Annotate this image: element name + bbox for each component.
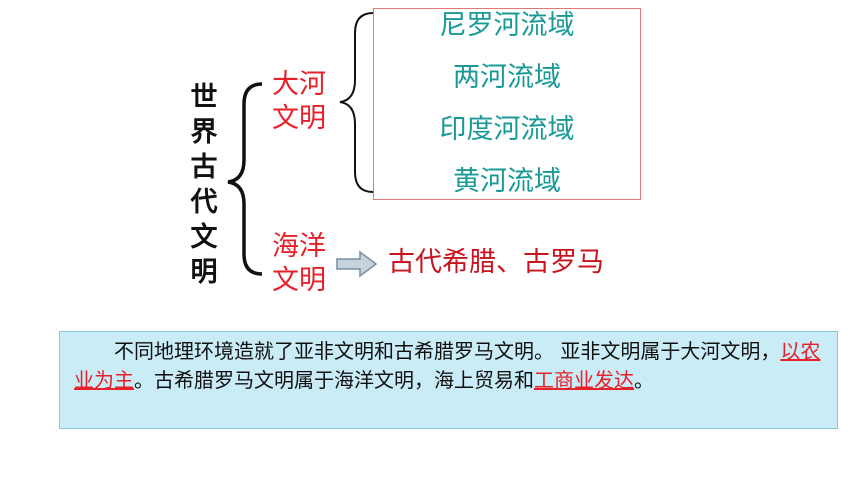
river-regions-box: [373, 8, 641, 200]
ocean-civilization-example: 古代希腊、古罗马: [388, 247, 604, 278]
main-brace: [227, 82, 263, 276]
river-civilization-label: 大河文明: [272, 69, 326, 134]
summary-highlight-agriculture: 以农业为主: [74, 339, 821, 392]
region-mesopotamia: 两河流域: [453, 62, 561, 93]
ocean-civilization-label: 海洋文明: [272, 231, 326, 296]
region-yellow-river: 黄河流域: [453, 166, 561, 197]
summary-text-2: 。古希腊罗马文明属于海洋文明，海上贸易和: [134, 368, 534, 392]
region-indus: 印度河流域: [439, 114, 575, 145]
summary-text-3: 。: [634, 368, 654, 392]
summary-highlight-commerce: 工商业发达: [534, 368, 634, 392]
summary-text-1: 不同地理环境造就了亚非文明和古希腊罗马文明。 亚非文明属于大河文明，: [114, 339, 781, 363]
root-title: 世界古代文明: [190, 82, 218, 288]
region-nile: 尼罗河流域: [439, 10, 575, 41]
arrow-icon: [336, 250, 378, 278]
summary-box: 不同地理环境造就了亚非文明和古希腊罗马文明。 亚非文明属于大河文明，以农业为主。…: [59, 331, 838, 429]
river-brace: [339, 12, 374, 193]
